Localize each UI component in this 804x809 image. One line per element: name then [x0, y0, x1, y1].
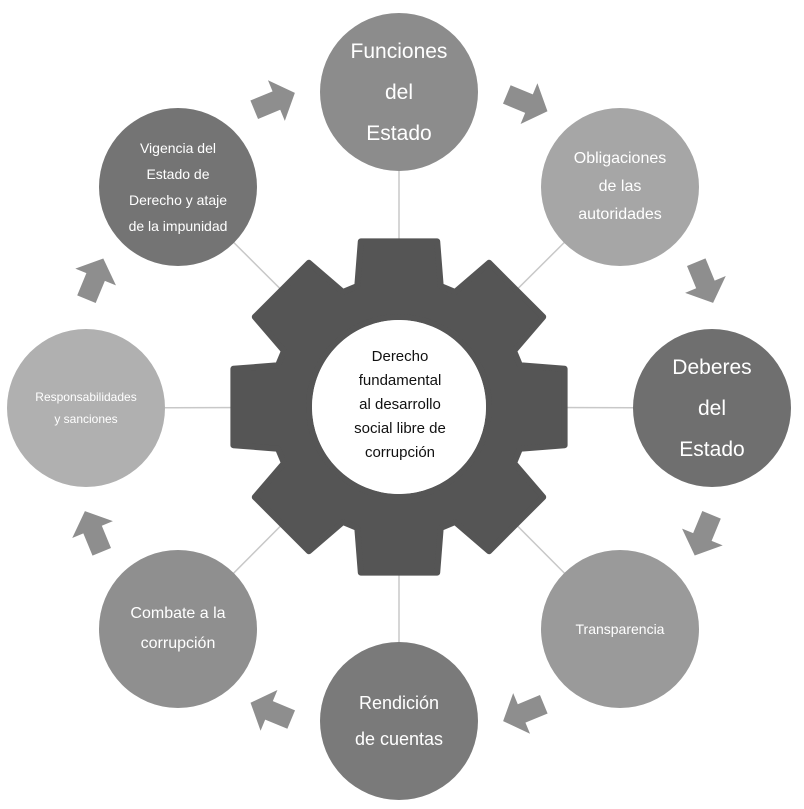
arrow-shape: [75, 258, 116, 304]
gear-center: [312, 320, 486, 494]
flow-arrow: [72, 511, 113, 556]
node-label: Funciones del Estado: [350, 39, 448, 145]
node-deberes-del-estado: Deberes del Estado: [633, 329, 791, 487]
arrow-shape: [250, 690, 296, 731]
arrow-shape: [502, 83, 548, 124]
node-label: Rendición de cuentas: [354, 693, 444, 749]
node-label: Obligaciones de las autoridades: [573, 150, 667, 223]
flow-arrow: [75, 258, 116, 304]
flow-arrow: [250, 690, 296, 731]
node-label: Combate a la corrupción: [130, 605, 226, 652]
node-transparencia: Transparencia: [541, 550, 699, 708]
node-vigencia-del-estado-de-derecho: Vigencia del Estado de Derecho y ataje d…: [99, 108, 257, 266]
node-label: Responsabilidades y sanciones: [35, 390, 137, 426]
flow-arrow: [503, 693, 548, 734]
arrow-shape: [72, 511, 113, 556]
arrow-shape: [685, 258, 726, 303]
flow-arrow: [682, 510, 723, 556]
node-funciones-del-estado: Funciones del Estado: [320, 13, 478, 171]
flow-arrow: [502, 83, 548, 124]
arrow-shape: [682, 510, 723, 556]
node-label: Transparencia: [575, 621, 665, 637]
arrow-shape: [503, 693, 548, 734]
node-label: Deberes del Estado: [672, 355, 752, 461]
center-label: Derecho fundamental al desarrollo social…: [325, 330, 475, 480]
flow-arrow: [685, 258, 726, 303]
gear-icon: [230, 238, 568, 576]
arrow-shape: [250, 80, 295, 121]
center-label-text: Derecho fundamental al desarrollo social…: [354, 348, 446, 461]
flow-arrow: [250, 80, 295, 121]
node-rendicion-de-cuentas: Rendición de cuentas: [320, 642, 478, 800]
node-label: Vigencia del Estado de Derecho y ataje d…: [128, 140, 228, 234]
node-combate-a-la-corrupcion: Combate a la corrupción: [99, 550, 257, 708]
node-responsabilidades-y-sanciones: Responsabilidades y sanciones: [7, 329, 165, 487]
node-obligaciones-de-las-autoridades: Obligaciones de las autoridades: [541, 108, 699, 266]
